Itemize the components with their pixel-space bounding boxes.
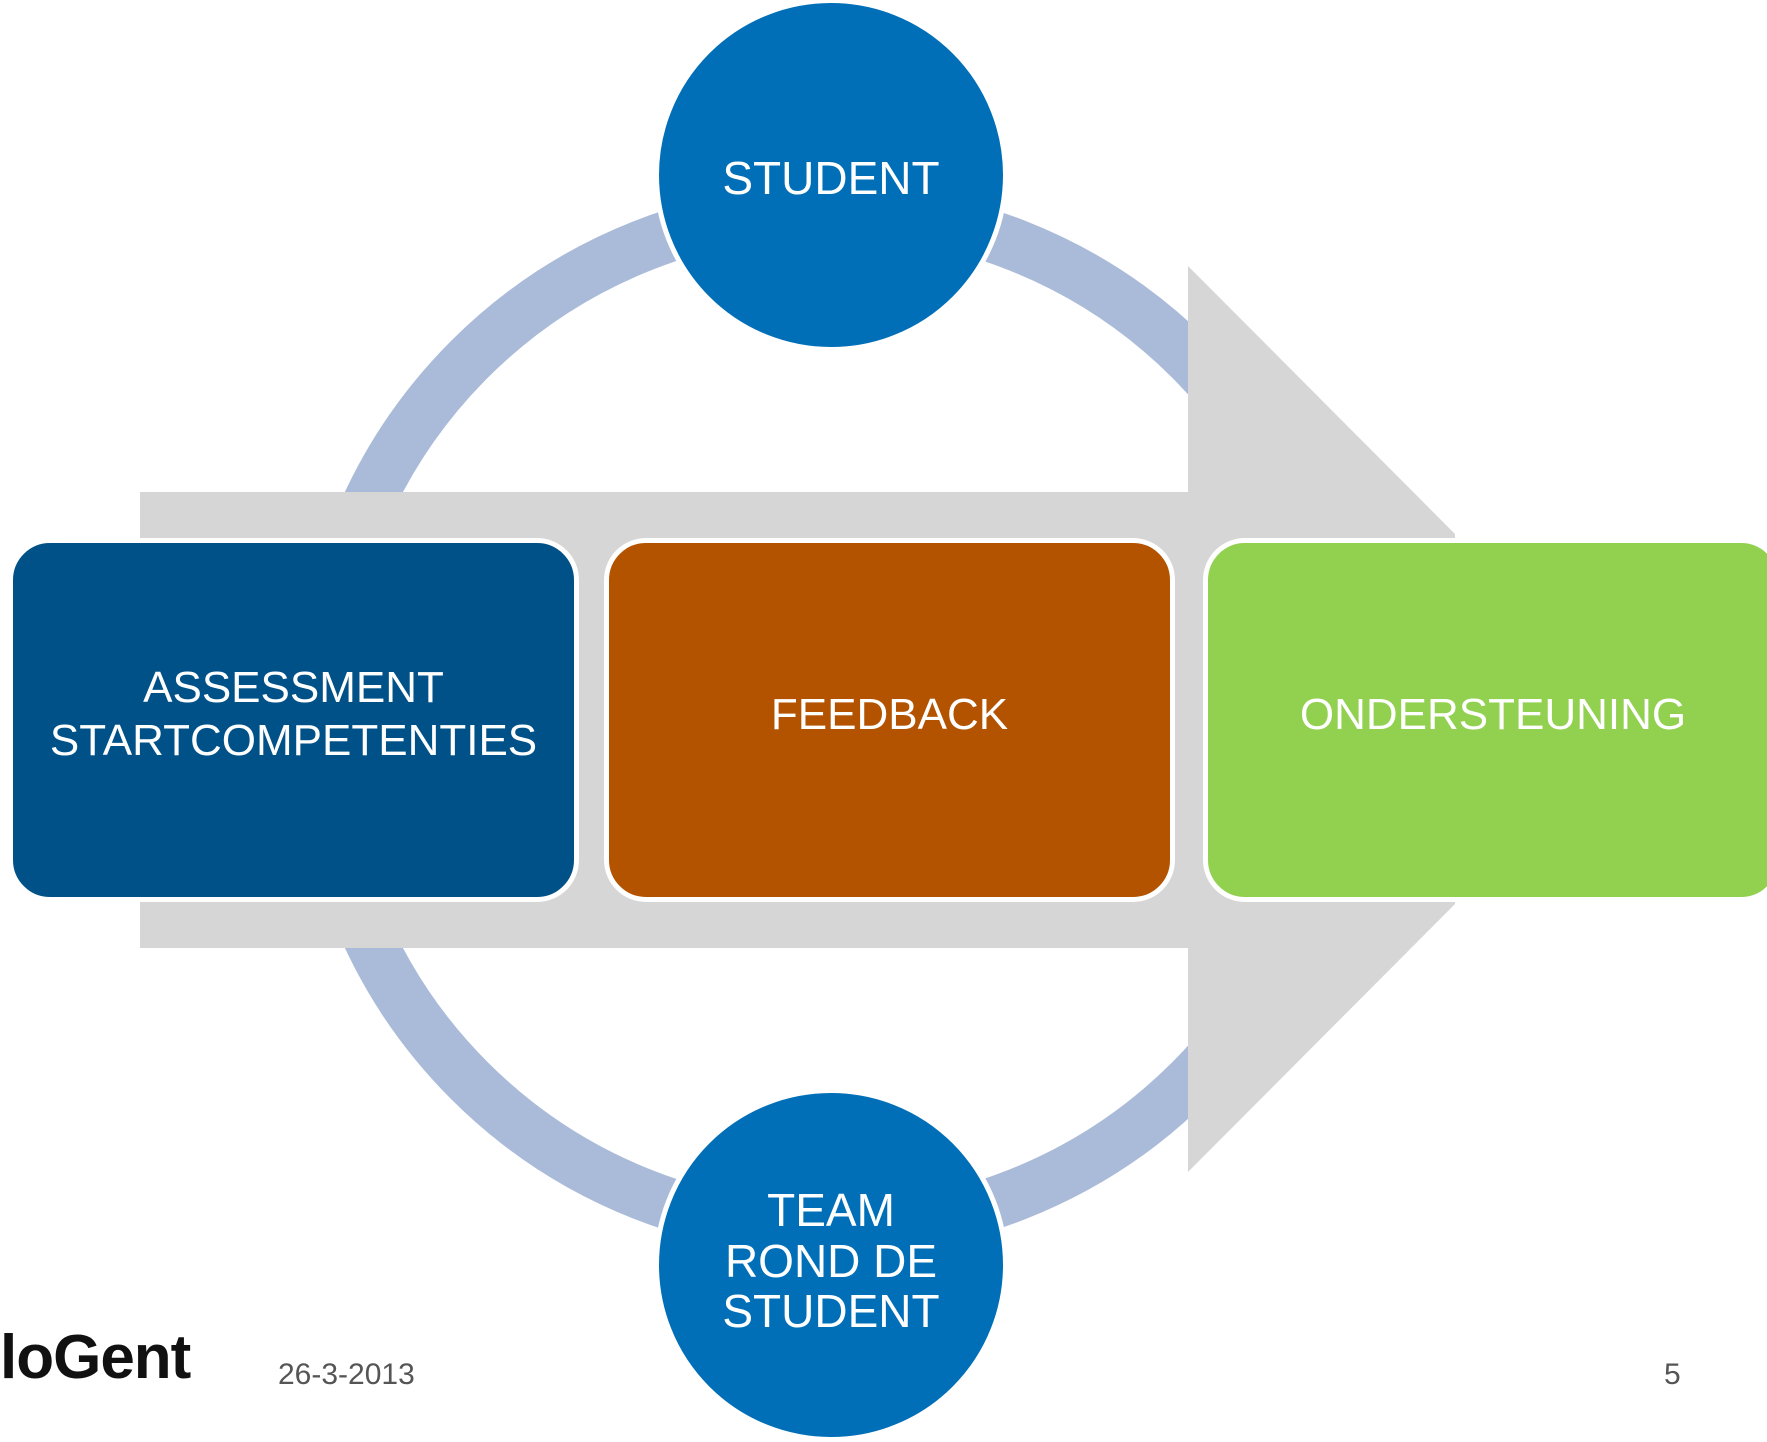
feedback-step-label: FEEDBACK [770, 689, 1009, 739]
team-circle: TEAM ROND DE STUDENT [654, 1088, 1008, 1442]
student-circle: STUDENT [654, 0, 1008, 352]
assessment-step-box: ASSESSMENT STARTCOMPETENTIES [8, 538, 579, 902]
feedback-step-box: FEEDBACK [604, 538, 1175, 902]
assessment-step-label: ASSESSMENT STARTCOMPETENTIES [49, 663, 538, 765]
student-circle-label: STUDENT [722, 152, 940, 204]
team-circle-label: TEAM ROND DE STUDENT [722, 1184, 940, 1338]
support-step-box: ONDERSTEUNING [1203, 538, 1767, 902]
footer-logo: loGent [0, 1323, 191, 1392]
support-step-label: ONDERSTEUNING [1299, 689, 1687, 739]
page-number: 5 [1664, 1358, 1681, 1391]
footer-date: 26-3-2013 [278, 1358, 415, 1391]
